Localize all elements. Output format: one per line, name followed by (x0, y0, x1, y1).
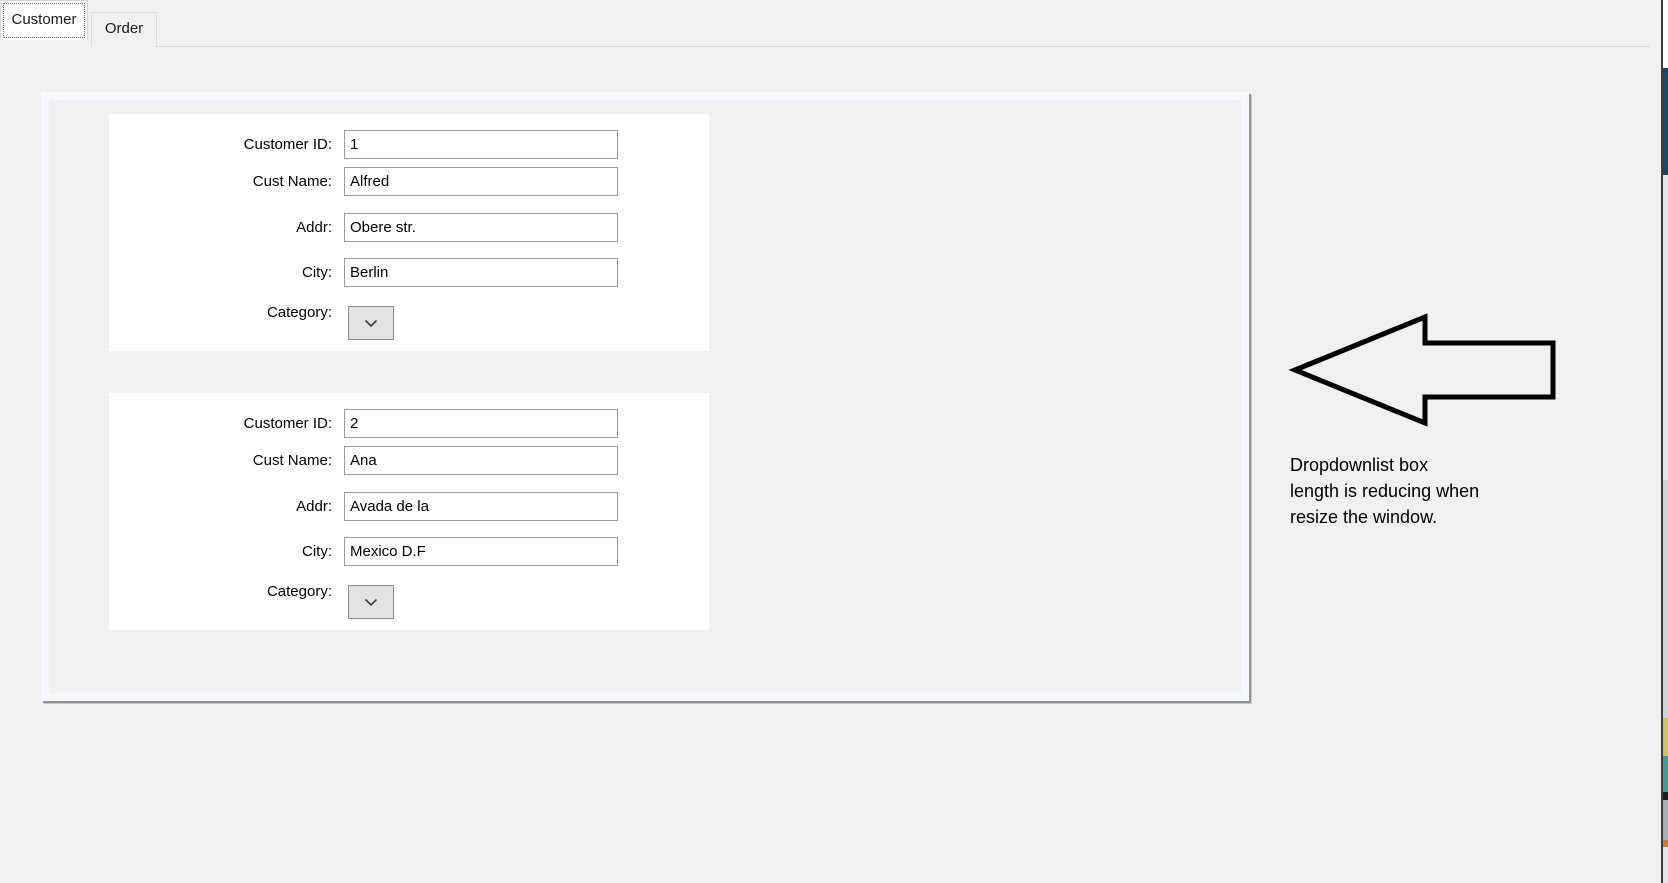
cust-name-input[interactable] (344, 167, 618, 196)
edge-strip-orange (1663, 840, 1668, 847)
field-label-city: City: (302, 264, 332, 281)
category-dropdown[interactable] (348, 306, 394, 340)
tabstrip-bottom-border (156, 46, 1650, 47)
customer-card-1: Customer ID: Cust Name: Addr: City: Cate… (109, 114, 709, 351)
edge-strip-gray (1663, 480, 1668, 718)
field-label-city: City: (302, 543, 332, 560)
tab-customer-label: Customer (11, 11, 77, 28)
customer-card-2: Customer ID: Cust Name: Addr: City: Cate… (109, 393, 709, 630)
annotation-text: Dropdownlist box length is reducing when… (1290, 452, 1570, 530)
category-dropdown[interactable] (348, 585, 394, 619)
field-label-addr: Addr: (296, 219, 332, 236)
tab-customer[interactable]: Customer (0, 0, 88, 40)
field-label-category: Category: (266, 583, 332, 600)
edge-strip-yellow (1663, 718, 1668, 756)
edge-strip-gray2 (1663, 800, 1668, 846)
field-label-cust-name: Cust Name: (252, 452, 332, 469)
background-window-edge (1661, 0, 1663, 883)
field-label-category: Category: (266, 304, 332, 321)
field-label-addr: Addr: (296, 498, 332, 515)
annotation-line: Dropdownlist box (1290, 455, 1429, 475)
field-label-customer-id: Customer ID: (243, 415, 332, 432)
edge-strip-white (1663, 0, 1668, 68)
left-block-arrow-icon (1288, 313, 1556, 427)
annotation-line: resize the window. (1290, 507, 1438, 527)
edge-strip-dark (1663, 792, 1668, 800)
tab-order[interactable]: Order (91, 12, 157, 46)
annotation-line: length is reducing when (1290, 481, 1480, 501)
cust-name-input[interactable] (344, 446, 618, 475)
customer-id-input[interactable] (344, 130, 618, 159)
addr-input[interactable] (344, 492, 618, 521)
edge-strip-light (1663, 175, 1668, 480)
chevron-down-icon (364, 319, 378, 328)
field-label-customer-id: Customer ID: (243, 136, 332, 153)
field-label-cust-name: Cust Name: (252, 173, 332, 190)
city-input[interactable] (344, 537, 618, 566)
edge-strip-bottom (1663, 847, 1668, 883)
edge-strip-teal (1663, 756, 1668, 792)
chevron-down-icon (364, 598, 378, 607)
addr-input[interactable] (344, 213, 618, 242)
edge-strip-blue (1663, 68, 1668, 175)
customer-id-input[interactable] (344, 409, 618, 438)
tab-order-label: Order (104, 20, 144, 37)
city-input[interactable] (344, 258, 618, 287)
